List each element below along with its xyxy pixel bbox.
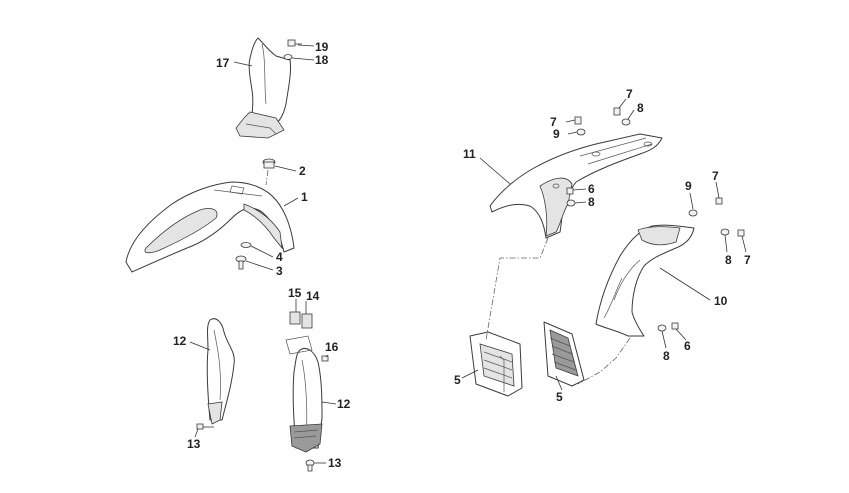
leader-7-c bbox=[715, 181, 720, 199]
callout-6-upper: 6 bbox=[588, 182, 595, 196]
washer-8-a bbox=[621, 118, 631, 126]
screw-6-b bbox=[671, 322, 679, 330]
leader-13-left bbox=[194, 428, 199, 438]
callout-14: 14 bbox=[306, 289, 320, 303]
leader-9-a bbox=[567, 131, 578, 135]
leader-17 bbox=[233, 61, 253, 67]
assembly-line-lower bbox=[577, 337, 631, 385]
callout-12-right: 12 bbox=[337, 397, 351, 411]
callout-5-left: 5 bbox=[454, 373, 461, 387]
callout-7-a: 7 bbox=[550, 115, 557, 129]
leader-16 bbox=[325, 354, 329, 358]
callout-10: 10 bbox=[714, 294, 728, 308]
screw-13-right bbox=[305, 459, 315, 472]
callout-13-right: 13 bbox=[328, 456, 342, 470]
callout-8-d: 8 bbox=[663, 349, 670, 363]
washer-8-c bbox=[720, 228, 730, 236]
leader-2 bbox=[274, 165, 297, 172]
callout-8-a: 8 bbox=[637, 101, 644, 115]
callout-12-left: 12 bbox=[173, 334, 187, 348]
callout-8-b: 8 bbox=[588, 195, 595, 209]
leader-5-a bbox=[461, 369, 479, 379]
callout-3: 3 bbox=[276, 264, 283, 278]
fork-guard-right-part bbox=[289, 348, 323, 453]
washer-8-b bbox=[566, 199, 576, 207]
leader-18 bbox=[291, 57, 315, 61]
leader-8-c bbox=[724, 234, 728, 253]
bracket-15-14 bbox=[285, 311, 313, 355]
radiator-shroud-upper-part bbox=[489, 133, 663, 239]
callout-1: 1 bbox=[301, 190, 308, 204]
radiator-louver-left-part bbox=[469, 331, 523, 397]
screw-3 bbox=[235, 255, 247, 270]
washer-4 bbox=[240, 242, 252, 248]
leader-7-a bbox=[565, 119, 576, 123]
screw-19 bbox=[287, 39, 302, 47]
callout-11: 11 bbox=[463, 147, 476, 161]
callout-16: 16 bbox=[325, 340, 339, 354]
callout-9-a: 9 bbox=[553, 127, 560, 141]
axis-line-2 bbox=[265, 169, 269, 186]
washer-8-d bbox=[657, 324, 667, 332]
number-plate-part bbox=[235, 37, 291, 139]
leader-7-b bbox=[618, 98, 627, 109]
callout-15: 15 bbox=[288, 286, 302, 300]
screw-7-a bbox=[574, 116, 582, 125]
leader-4 bbox=[250, 245, 274, 258]
assembly-line-upper bbox=[485, 237, 549, 341]
leader-7-d bbox=[741, 235, 747, 253]
leader-8-b bbox=[574, 201, 587, 204]
callout-6-lower: 6 bbox=[684, 339, 691, 353]
callout-5-right: 5 bbox=[556, 390, 563, 404]
callout-19: 19 bbox=[315, 40, 329, 54]
callout-7-d: 7 bbox=[744, 253, 751, 267]
callout-7-c: 7 bbox=[712, 169, 719, 183]
screw-7-c bbox=[715, 197, 723, 205]
nut-2 bbox=[262, 158, 276, 169]
leader-8-d bbox=[661, 330, 667, 349]
washer-18 bbox=[283, 54, 293, 60]
leader-10 bbox=[659, 267, 711, 301]
leader-6-a bbox=[572, 188, 587, 191]
leader-3 bbox=[245, 260, 274, 271]
washer-9-a bbox=[576, 128, 586, 136]
callout-7-b: 7 bbox=[626, 87, 633, 101]
radiator-shroud-lower-part bbox=[595, 224, 695, 337]
callout-2: 2 bbox=[299, 164, 306, 178]
washer-9-b bbox=[688, 209, 698, 217]
callout-13-left: 13 bbox=[187, 437, 201, 451]
callout-17: 17 bbox=[216, 56, 230, 70]
leader-12-left bbox=[189, 341, 211, 351]
callout-4: 4 bbox=[276, 250, 283, 264]
leader-6-b bbox=[675, 328, 687, 341]
callout-8-c: 8 bbox=[725, 253, 732, 267]
leader-1 bbox=[283, 197, 299, 207]
radiator-louver-right-part bbox=[543, 321, 585, 387]
leader-12-right bbox=[321, 401, 337, 405]
screw-16 bbox=[321, 355, 329, 362]
leader-19 bbox=[297, 44, 315, 47]
leader-8-a bbox=[627, 109, 635, 120]
callout-9-b: 9 bbox=[685, 179, 692, 193]
screw-6-a bbox=[566, 187, 574, 195]
front-fender-part bbox=[125, 181, 295, 273]
screw-13-left bbox=[196, 423, 214, 430]
callout-18: 18 bbox=[315, 53, 329, 67]
leader-11 bbox=[479, 157, 511, 185]
screw-7-b bbox=[613, 107, 621, 116]
leader-5-b bbox=[555, 375, 563, 391]
fork-guard-left-part bbox=[206, 318, 235, 425]
screw-7-d bbox=[737, 229, 745, 237]
leader-9-b bbox=[689, 192, 694, 210]
